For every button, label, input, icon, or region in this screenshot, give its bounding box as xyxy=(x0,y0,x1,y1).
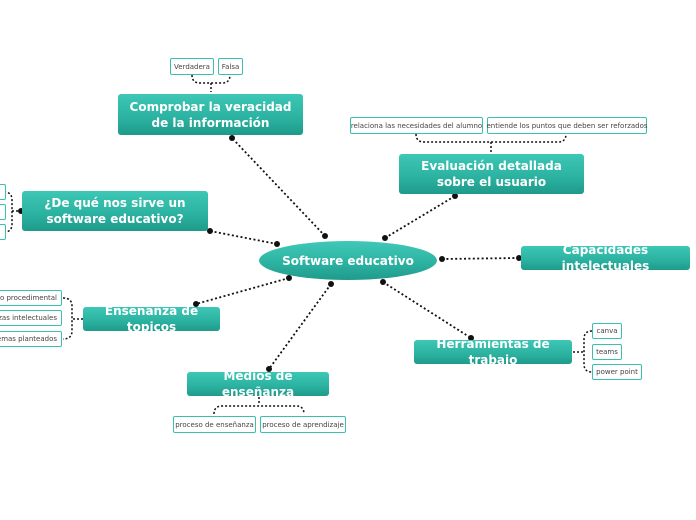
connector-ensenanza-end-dot xyxy=(193,301,199,307)
connector-evaluacion-start-dot xyxy=(382,235,388,241)
connector-herramientas-start-dot xyxy=(380,279,386,285)
connector-comprobar-end-dot xyxy=(229,135,235,141)
connector-ensenanza-start-dot xyxy=(286,275,292,281)
connector-medios-start-dot xyxy=(328,281,334,287)
leaf-teams[interactable]: teams xyxy=(592,344,622,360)
connector-capacidades-end-dot xyxy=(516,255,522,261)
leaf-destrezas-intelectuales[interactable]: ezas intelectuales xyxy=(0,310,62,326)
connector-nos-sirve-start-dot xyxy=(274,241,280,247)
leaf-power-point[interactable]: power point xyxy=(592,364,642,380)
branch-capacidades[interactable]: Capacidades intelectuales xyxy=(521,243,690,273)
connector-herramientas-end-dot xyxy=(468,335,474,341)
leaf-nos-sirve-3[interactable] xyxy=(0,224,6,240)
connector-medios-end-dot xyxy=(266,366,272,372)
leaf-entiende-puntos[interactable]: entiende los puntos que deben ser reforz… xyxy=(486,117,648,134)
bracket-evaluacion xyxy=(415,133,567,152)
connector-comprobar-start-dot xyxy=(322,233,328,239)
leaf-canva[interactable]: canva xyxy=(592,323,622,339)
leaf-nos-sirve-1[interactable] xyxy=(0,184,6,200)
branch-comprobar[interactable]: Comprobar la veracidad de la información xyxy=(118,94,303,135)
connector-capacidades xyxy=(441,257,520,260)
bracket-comprobar xyxy=(191,74,231,92)
connector-ensenanza xyxy=(195,277,290,305)
connector-herramientas xyxy=(382,281,472,339)
branch-medios[interactable]: Medios de enseñanza xyxy=(187,369,329,399)
bracket-herramientas xyxy=(573,330,593,373)
leaf-proceso-ensenanza[interactable]: proceso de enseñanza xyxy=(173,416,256,433)
connector-medios xyxy=(268,283,332,370)
connector-evaluacion-end-dot xyxy=(452,193,458,199)
branch-ensenanza-topicos[interactable]: Enseñanza de topicos xyxy=(83,304,220,334)
branch-nos-sirve[interactable]: ¿De qué nos sirve un software educativo? xyxy=(22,191,208,231)
leaf-verdadera[interactable]: Verdadera xyxy=(170,58,214,75)
leaf-nos-sirve-2[interactable] xyxy=(0,204,6,220)
branch-evaluacion[interactable]: Evaluación detallada sobre el usuario xyxy=(399,154,584,194)
branch-herramientas[interactable]: Herramientas de trabajo xyxy=(414,337,572,367)
central-topic[interactable]: Software educativo xyxy=(259,241,437,280)
connector-evaluacion xyxy=(384,195,456,239)
connector-nos-sirve-end-dot xyxy=(207,228,213,234)
connector-nos-sirve xyxy=(209,230,278,245)
connector-comprobar xyxy=(231,137,326,237)
leaf-relaciona-necesidades[interactable]: relaciona las necesidades del alumno xyxy=(350,117,483,134)
connector-capacidades-start-dot xyxy=(439,256,445,262)
leaf-proceso-aprendizaje[interactable]: proceso de aprendizaje xyxy=(260,416,346,433)
bracket-ensenanza xyxy=(62,297,83,340)
leaf-falsa[interactable]: Falsa xyxy=(218,58,243,75)
leaf-problemas-planteados[interactable]: lemas planteados xyxy=(0,331,62,347)
leaf-procedimental[interactable]: lo procedimental xyxy=(0,290,62,306)
bracket-medios xyxy=(213,397,305,415)
